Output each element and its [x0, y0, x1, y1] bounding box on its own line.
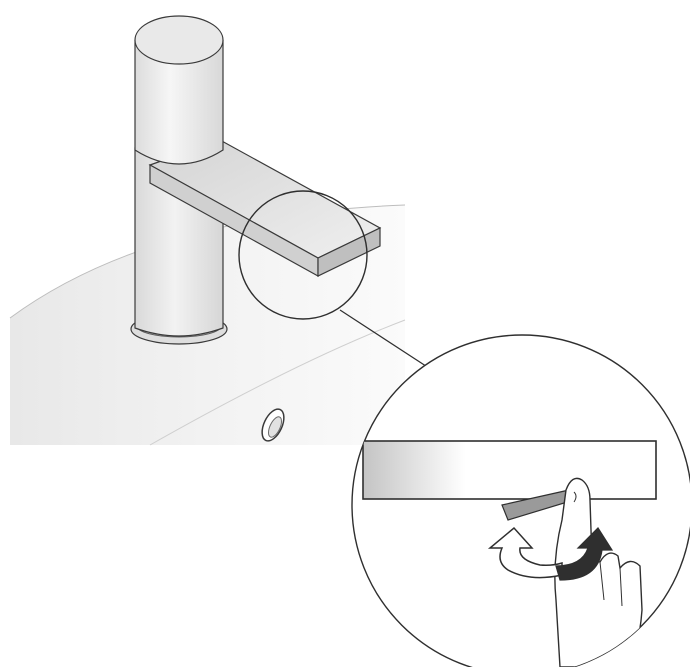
faucet-icon [130, 15, 382, 345]
spout-bar [362, 440, 657, 500]
overflow-hole [261, 408, 285, 442]
hand-icon [554, 477, 643, 667]
rotation-arrow-icon [487, 526, 614, 581]
magnifier-callout-icon [238, 190, 433, 371]
detail-callout [351, 334, 690, 667]
